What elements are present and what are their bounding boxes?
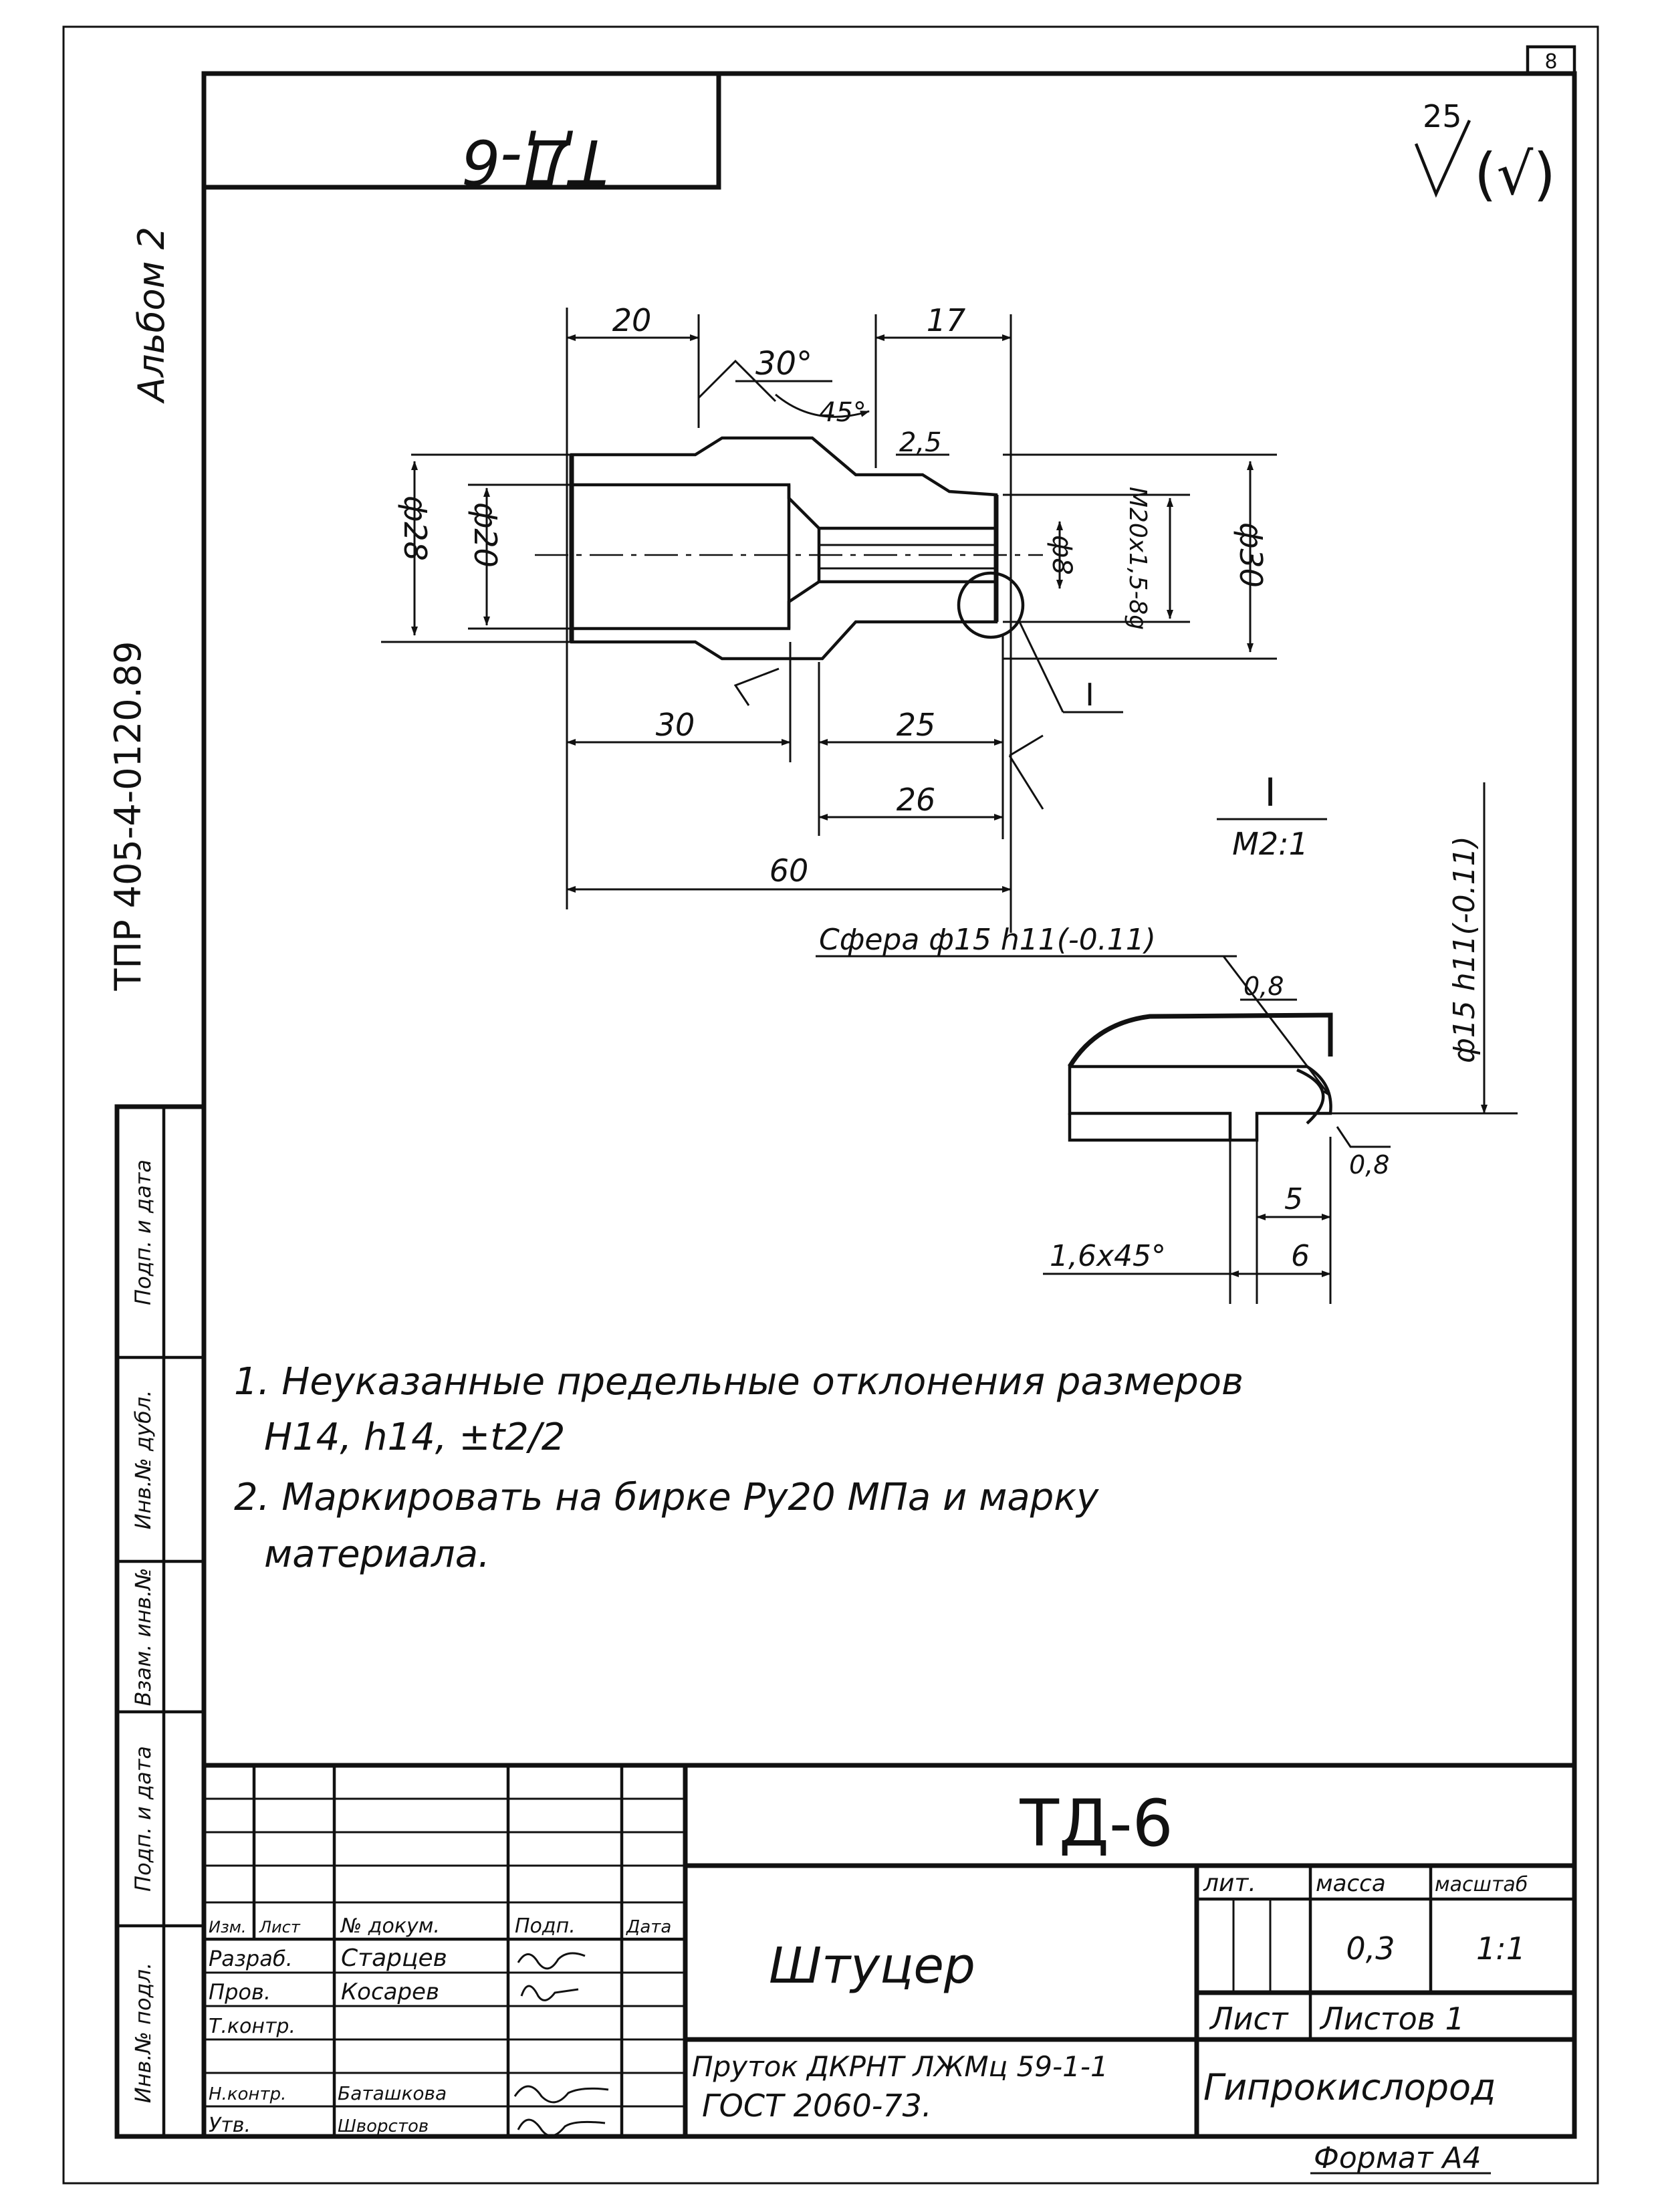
tb-material-1: Пруток ДКРНТ ЛЖМц 59-1-1 (692, 2050, 1108, 2083)
side-cell-4: Подп. и дата (130, 1159, 156, 1305)
roughness-value: 25 (1423, 98, 1462, 134)
dim-phi8: ф8 (1046, 535, 1077, 575)
tb-role-ncontr: Н.контр. (209, 2084, 286, 2104)
title-block: Изм. Лист № докум. Подп. Дата Разраб. Ст… (201, 1763, 1577, 2139)
detail-view: I М2:1 Сфера ф15 h11(-0.11) 0,8 ф15 h11(… (816, 770, 1518, 1304)
tb-sign-dev (517, 1952, 586, 1970)
doc-code-box (201, 71, 721, 190)
tb-name-check: Косарев (341, 1979, 439, 2005)
tb-role-check: Пров. (209, 1979, 271, 2005)
detail-title-num: I (1264, 770, 1276, 815)
dim-17: 17 (927, 302, 966, 338)
main-section-view: I 20 17 30° 45° 2,5 ф28 ф20 ф8 (381, 302, 1277, 933)
dim-20: 20 (612, 302, 652, 338)
tb-hdr-scale: масштаб (1435, 1873, 1528, 1896)
roughness-08-b: 0,8 (1349, 1150, 1389, 1180)
dim-phi28: ф28 (397, 495, 433, 561)
tb-sign-appr (517, 2118, 606, 2137)
side-cell-2: Взам. инв.№ (130, 1567, 156, 1706)
dim-5: 5 (1284, 1182, 1303, 1216)
tb-role-tcontr: Т.контр. (209, 2015, 295, 2038)
tb-sign-check (520, 1985, 579, 2001)
dim-6: 6 (1291, 1239, 1310, 1273)
dim-26: 26 (897, 782, 936, 818)
detail-callout-circle (957, 571, 1025, 639)
tb-hdr-list: Лист (259, 1918, 301, 1937)
corner-box (1526, 45, 1576, 76)
side-cell-0: Инв.№ подл. (130, 1963, 156, 2104)
tb-org: Гипрокислород (1203, 2066, 1496, 2108)
dim-25: 25 (897, 707, 936, 743)
technical-notes: 1. Неуказанные предельные отклонения раз… (234, 1360, 1244, 1576)
dim-phi30: ф30 (1233, 522, 1269, 588)
tb-role-dev: Разраб. (209, 1946, 293, 1971)
tb-hdr-mass: масса (1316, 1870, 1386, 1897)
project-code: ТПР 405-4-0120.89 (107, 641, 149, 991)
tb-material-2: ГОСТ 2060-73. (702, 2088, 932, 2124)
corner-number: 8 (1544, 50, 1557, 74)
wall-bottom (570, 580, 998, 661)
angle-30: 30° (755, 345, 812, 382)
detail-callout-label: I (1085, 677, 1094, 713)
roughness-paren: (√) (1474, 141, 1556, 208)
note-line-2: H14, h14, ±t2/2 (264, 1416, 565, 1459)
side-stamp-strip: Инв.№ подл. Подп. и дата Взам. инв.№ Инв… (114, 1104, 207, 2139)
tb-name-dev: Старцев (341, 1945, 447, 1972)
tb-sheet: Лист (1209, 2001, 1289, 2037)
tb-name-appr: Шворстов (338, 2116, 429, 2136)
tb-hdr-sign: Подп. (515, 1914, 576, 1938)
note-line-4: материала. (264, 1533, 490, 1576)
dim-phi15: ф15 h11(-0.11) (1447, 836, 1482, 1063)
doc-code-rotated: ТД-6 (461, 126, 608, 197)
format-label: Формат А4 (1314, 2141, 1482, 2175)
tb-name: Штуцер (769, 1937, 975, 1995)
drawing-frame (201, 71, 1577, 2139)
roughness-mark: 25 (√) (1414, 98, 1556, 208)
tb-sign-ncontr (513, 2085, 609, 2104)
tb-hdr-izm: Изм. (209, 1918, 246, 1937)
dim-30: 30 (656, 707, 695, 743)
side-cell-3: Инв.№ дубл. (130, 1390, 156, 1530)
tb-name-ncontr: Баташкова (338, 2082, 447, 2104)
tb-hdr-date: Дата (626, 1917, 671, 1937)
tb-scale: 1:1 (1476, 1930, 1526, 1967)
angle-45: 45° (819, 397, 866, 428)
note-line-1: 1. Неуказанные предельные отклонения раз… (234, 1360, 1244, 1404)
dim-60: 60 (769, 853, 809, 889)
sphere-label: Сфера ф15 h11(-0.11) (819, 923, 1156, 957)
detail-title-scale: М2:1 (1232, 826, 1308, 862)
note-line-3: 2. Маркировать на бирке Ру20 МПа и марку (234, 1476, 1099, 1519)
roughness-08-a: 0,8 (1244, 972, 1284, 1001)
tb-hdr-doc: № докум. (340, 1914, 440, 1938)
tb-code: ТД-6 (1019, 1786, 1173, 1861)
tb-role-appr: Утв. (209, 2114, 251, 2137)
sheet-edge (62, 25, 1599, 2185)
dim-phi20: ф20 (467, 502, 503, 568)
side-cell-1: Подп. и дата (130, 1746, 156, 1892)
chamfer-label: 1,6х45° (1050, 1239, 1166, 1273)
dim-thread: М20х1,5-8g (1124, 487, 1151, 630)
detail-hatched-wall (1068, 1065, 1332, 1142)
radius-2-5: 2,5 (899, 427, 942, 458)
album-label: Альбом 2 (130, 227, 172, 404)
tb-sheets: Листов 1 (1319, 2001, 1465, 2037)
tb-mass: 0,3 (1346, 1930, 1395, 1967)
tb-hdr-lit: лит. (1203, 1870, 1256, 1897)
